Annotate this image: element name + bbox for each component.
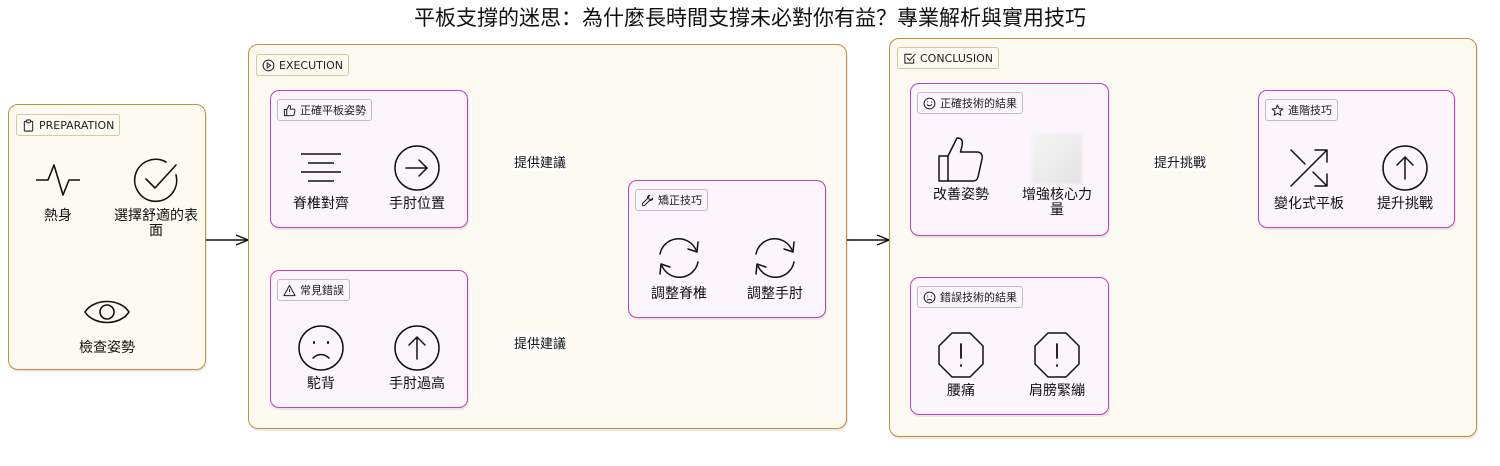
star-icon: [1271, 104, 1284, 116]
item-elbow-high-label: 手肘過高: [389, 376, 445, 392]
item-elbow-high: 手肘過高: [369, 323, 465, 392]
item-spine-align: 脊椎對齊: [273, 143, 369, 212]
eye-icon: [84, 300, 130, 324]
play-circle-icon: [262, 59, 275, 71]
smile-icon: [923, 97, 936, 109]
card-good-results: 正確技術的結果 改善姿勢 增強核心力量: [910, 83, 1109, 236]
edge-label-advice-2: 提供建議: [512, 333, 569, 352]
clipboard-icon: [23, 118, 34, 132]
item-hunchback-label: 駝背: [307, 376, 335, 392]
item-spine-align-label: 脊椎對齊: [293, 196, 349, 212]
align-lines-icon: [301, 153, 341, 182]
edge-label-challenge: 提升挑戰: [1152, 152, 1209, 171]
item-shoulder-tension: 肩膀緊繃: [1009, 330, 1105, 399]
group-preparation-label: PREPARATION: [39, 118, 115, 132]
group-conclusion-tag: CONCLUSION: [897, 47, 999, 69]
item-shoulder-tension-label: 肩膀緊繃: [1029, 383, 1085, 399]
activity-icon: [36, 164, 80, 196]
wrench-icon: [641, 194, 654, 206]
card-bad-results: 錯誤技術的結果 腰痛 肩膀緊繃: [910, 277, 1109, 415]
refresh-icon: [659, 238, 699, 278]
group-conclusion-label: CONCLUSION: [920, 51, 993, 65]
item-back-pain: 腰痛: [913, 330, 1009, 399]
item-elbow-position: 手肘位置: [369, 143, 465, 212]
item-hunchback: 駝背: [273, 323, 369, 392]
card-correct-tag: 正確平板姿勢: [277, 99, 372, 121]
check-circle-icon: [133, 158, 178, 203]
card-good-tag: 正確技術的結果: [917, 92, 1023, 114]
frown-face-icon: [298, 325, 344, 371]
item-raise-challenge: 提升挑戰: [1357, 143, 1453, 212]
card-correction-tips: 矯正技巧 調整脊椎 調整手肘: [628, 180, 826, 318]
thumbs-up-icon: [283, 104, 296, 116]
item-adjust-spine-label: 調整脊椎: [651, 286, 707, 302]
edge-label-advice-1: 提供建議: [512, 152, 569, 171]
item-back-pain-label: 腰痛: [947, 383, 975, 399]
card-advanced-label: 進階技巧: [1288, 104, 1332, 117]
arrow-right-circle-icon: [394, 145, 440, 191]
group-execution-label: EXECUTION: [279, 58, 344, 72]
card-correct-posture: 正確平板姿勢 脊椎對齊 手肘位置: [270, 90, 468, 228]
card-advanced-tag: 進階技巧: [1265, 99, 1338, 121]
card-bad-tag: 錯誤技術的結果: [917, 286, 1023, 308]
card-mistakes-tag: 常見錯誤: [277, 279, 350, 301]
card-bad-label: 錯誤技術的結果: [940, 291, 1017, 304]
arrow-up-circle-icon: [1382, 145, 1428, 191]
card-fix-tag: 矯正技巧: [635, 189, 708, 211]
item-check-posture-label: 檢查姿勢: [79, 340, 135, 356]
arrow-up-circle-icon: [394, 325, 440, 371]
card-fix-label: 矯正技巧: [658, 194, 702, 207]
core-strength-image: [1032, 134, 1082, 184]
refresh-icon: [755, 238, 795, 278]
checkbox-icon: [904, 53, 916, 64]
item-adjust-elbow: 調整手肘: [727, 233, 823, 302]
item-improve-posture: 改善姿勢: [913, 134, 1009, 203]
card-advanced-tips: 進階技巧 變化式平板 提升挑戰: [1258, 90, 1455, 228]
item-raise-challenge-label: 提升挑戰: [1377, 196, 1433, 212]
thumbs-up-icon: [938, 137, 983, 182]
shuffle-icon: [1290, 149, 1328, 187]
warning-icon: [283, 284, 296, 296]
item-plank-variation: 變化式平板: [1261, 143, 1357, 212]
alert-octagon-icon: [938, 332, 984, 378]
card-mistakes-label: 常見錯誤: [300, 284, 344, 297]
item-adjust-elbow-label: 調整手肘: [747, 286, 803, 302]
diagram-title: 平板支撐的迷思：為什麼長時間支撐未必對你有益？專業解析與實用技巧: [414, 6, 1086, 30]
group-preparation: PREPARATION 熱身 選擇舒適的表面 檢查姿勢: [8, 104, 206, 370]
item-elbow-position-label: 手肘位置: [389, 196, 445, 212]
group-execution-tag: EXECUTION: [256, 54, 350, 76]
card-common-mistakes: 常見錯誤 駝背 手肘過高: [270, 270, 468, 408]
item-surface: 選擇舒適的表面: [108, 155, 204, 239]
frown-icon: [923, 291, 936, 303]
item-warmup-label: 熱身: [44, 208, 72, 224]
item-improve-posture-label: 改善姿勢: [933, 187, 989, 203]
item-surface-label: 選擇舒適的表面: [114, 208, 198, 239]
item-core-strength-label: 增強核心力量: [1022, 187, 1092, 218]
card-correct-label: 正確平板姿勢: [300, 104, 366, 117]
item-core-strength: 增強核心力量: [1009, 134, 1105, 218]
card-good-label: 正確技術的結果: [940, 97, 1017, 110]
group-preparation-tag: PREPARATION: [16, 114, 121, 136]
item-check-posture: 檢查姿勢: [59, 287, 155, 356]
item-adjust-spine: 調整脊椎: [631, 233, 727, 302]
item-warmup: 熱身: [10, 155, 106, 224]
alert-octagon-icon: [1034, 332, 1080, 378]
item-plank-variation-label: 變化式平板: [1274, 196, 1344, 212]
